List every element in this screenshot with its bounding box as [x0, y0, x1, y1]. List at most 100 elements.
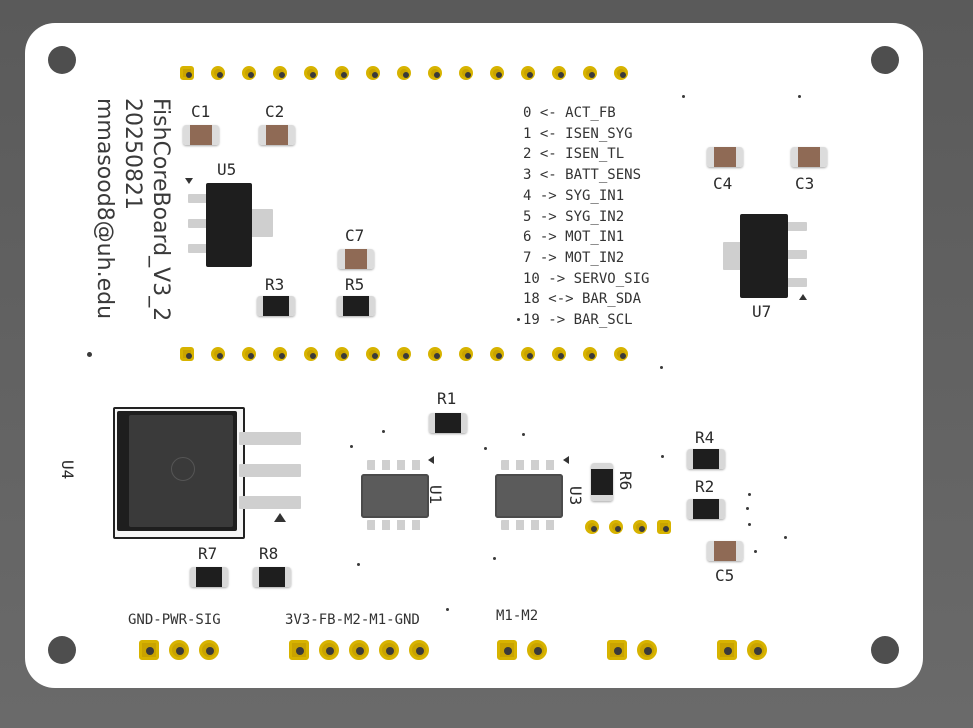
connector-label-fb-motor: 3V3-FB-M2-M1-GND: [285, 612, 420, 628]
label-r7: R7: [198, 544, 218, 563]
label-c3: C3: [795, 174, 815, 193]
pin1-marker-u5: [185, 178, 193, 184]
resistor-r7: [190, 567, 228, 587]
header-top-pad: [242, 66, 256, 80]
silk-dot: [798, 95, 801, 98]
pin-map-line: 18 <-> BAR_SDA: [523, 291, 642, 308]
header-bottom-pad: [180, 347, 194, 361]
pin-u5-2: [188, 219, 210, 228]
connector-pad: [319, 640, 339, 660]
connector-pad: [349, 640, 369, 660]
header-top-pad: [583, 66, 597, 80]
label-u3: U3: [566, 486, 585, 506]
connector-pad: [199, 640, 219, 660]
label-u1: U1: [426, 485, 445, 505]
connector-pad: [289, 640, 309, 660]
silk-dot: [87, 352, 92, 357]
mounting-hole-bottom-right: [871, 636, 899, 664]
pin1-marker-u1: [428, 456, 434, 464]
capacitor-c4: [707, 147, 743, 167]
header-top-pad: [273, 66, 287, 80]
label-u4: U4: [58, 460, 77, 480]
header-bottom-pad: [242, 347, 256, 361]
header-bottom-pad: [490, 347, 504, 361]
pins-u3-top: [501, 460, 561, 470]
silk-dot: [748, 523, 751, 526]
silk-dot: [522, 433, 525, 436]
label-c1: C1: [191, 102, 211, 121]
silk-dot: [660, 366, 663, 369]
ic-u3: [495, 474, 563, 518]
silk-dot: [754, 550, 757, 553]
ic-u4-center-mark: [171, 457, 195, 481]
silk-dot: [382, 430, 385, 433]
label-r3: R3: [265, 275, 285, 294]
label-c2: C2: [265, 102, 285, 121]
header-top-pad: [397, 66, 411, 80]
mounting-hole-bottom-left: [48, 636, 76, 664]
silk-dot: [350, 445, 353, 448]
silk-dot: [446, 608, 449, 611]
header-bottom-pad: [304, 347, 318, 361]
header-top-pad: [366, 66, 380, 80]
mounting-hole-top-left: [48, 46, 76, 74]
pin-u7-3: [783, 278, 807, 287]
header-bottom-pad: [335, 347, 349, 361]
label-u7: U7: [752, 302, 772, 321]
silk-dot: [682, 95, 685, 98]
header-top-pad: [459, 66, 473, 80]
header-top-pad: [521, 66, 535, 80]
pin-u7-1: [783, 222, 807, 231]
pin-u4-3: [239, 496, 301, 509]
mounting-hole-top-right: [871, 46, 899, 74]
ic-u7: [740, 214, 788, 298]
header-4pin-pad: [657, 520, 671, 534]
board-email: mmasood8@uh.edu: [92, 98, 117, 320]
resistor-r3: [257, 296, 295, 316]
capacitor-c3: [791, 147, 827, 167]
header-bottom-pad: [521, 347, 535, 361]
header-top-pad: [180, 66, 194, 80]
pin1-marker-u3: [563, 456, 569, 464]
silk-dot: [484, 447, 487, 450]
pin-map-line: 0 <- ACT_FB: [523, 105, 616, 121]
silk-dot: [748, 493, 751, 496]
label-r6: R6: [616, 471, 635, 491]
pin-u4-2: [239, 464, 301, 477]
capacitor-c2: [259, 125, 295, 145]
header-4pin-pad: [585, 520, 599, 534]
resistor-r8: [253, 567, 291, 587]
silk-dot: [746, 507, 749, 510]
pin1-marker-u4: [274, 513, 286, 522]
pins-u1-top: [367, 460, 427, 470]
connector-pad: [169, 640, 189, 660]
label-u5: U5: [217, 160, 237, 179]
label-r8: R8: [259, 544, 279, 563]
pcb-board: FishCoreBoard_V3_2 20250821 mmasood8@uh.…: [25, 23, 923, 688]
pin-u5-1: [188, 194, 210, 203]
header-top-pad: [335, 66, 349, 80]
resistor-r4: [687, 449, 725, 469]
header-bottom-pad: [273, 347, 287, 361]
label-c4: C4: [713, 174, 733, 193]
pin-map-line: 5 -> SYG_IN2: [523, 208, 625, 225]
header-bottom-pad: [614, 347, 628, 361]
silk-dot: [784, 536, 787, 539]
label-r4: R4: [695, 428, 715, 447]
header-bottom-pad: [366, 347, 380, 361]
header-bottom-pad: [428, 347, 442, 361]
resistor-r5: [337, 296, 375, 316]
pin-map-line: 4 -> SYG_IN1: [523, 187, 625, 204]
pin-map-line: 10 -> SERVO_SIG: [523, 270, 650, 287]
header-bottom-pad: [583, 347, 597, 361]
label-r1: R1: [437, 389, 457, 408]
silk-dot: [357, 563, 360, 566]
silk-dot: [517, 318, 520, 321]
connector-pad: [607, 640, 627, 660]
ic-u1: [361, 474, 429, 518]
capacitor-c1: [183, 125, 219, 145]
header-top-pad: [614, 66, 628, 80]
pin-u5-3: [188, 244, 210, 253]
pins-u1-bottom: [367, 520, 427, 530]
